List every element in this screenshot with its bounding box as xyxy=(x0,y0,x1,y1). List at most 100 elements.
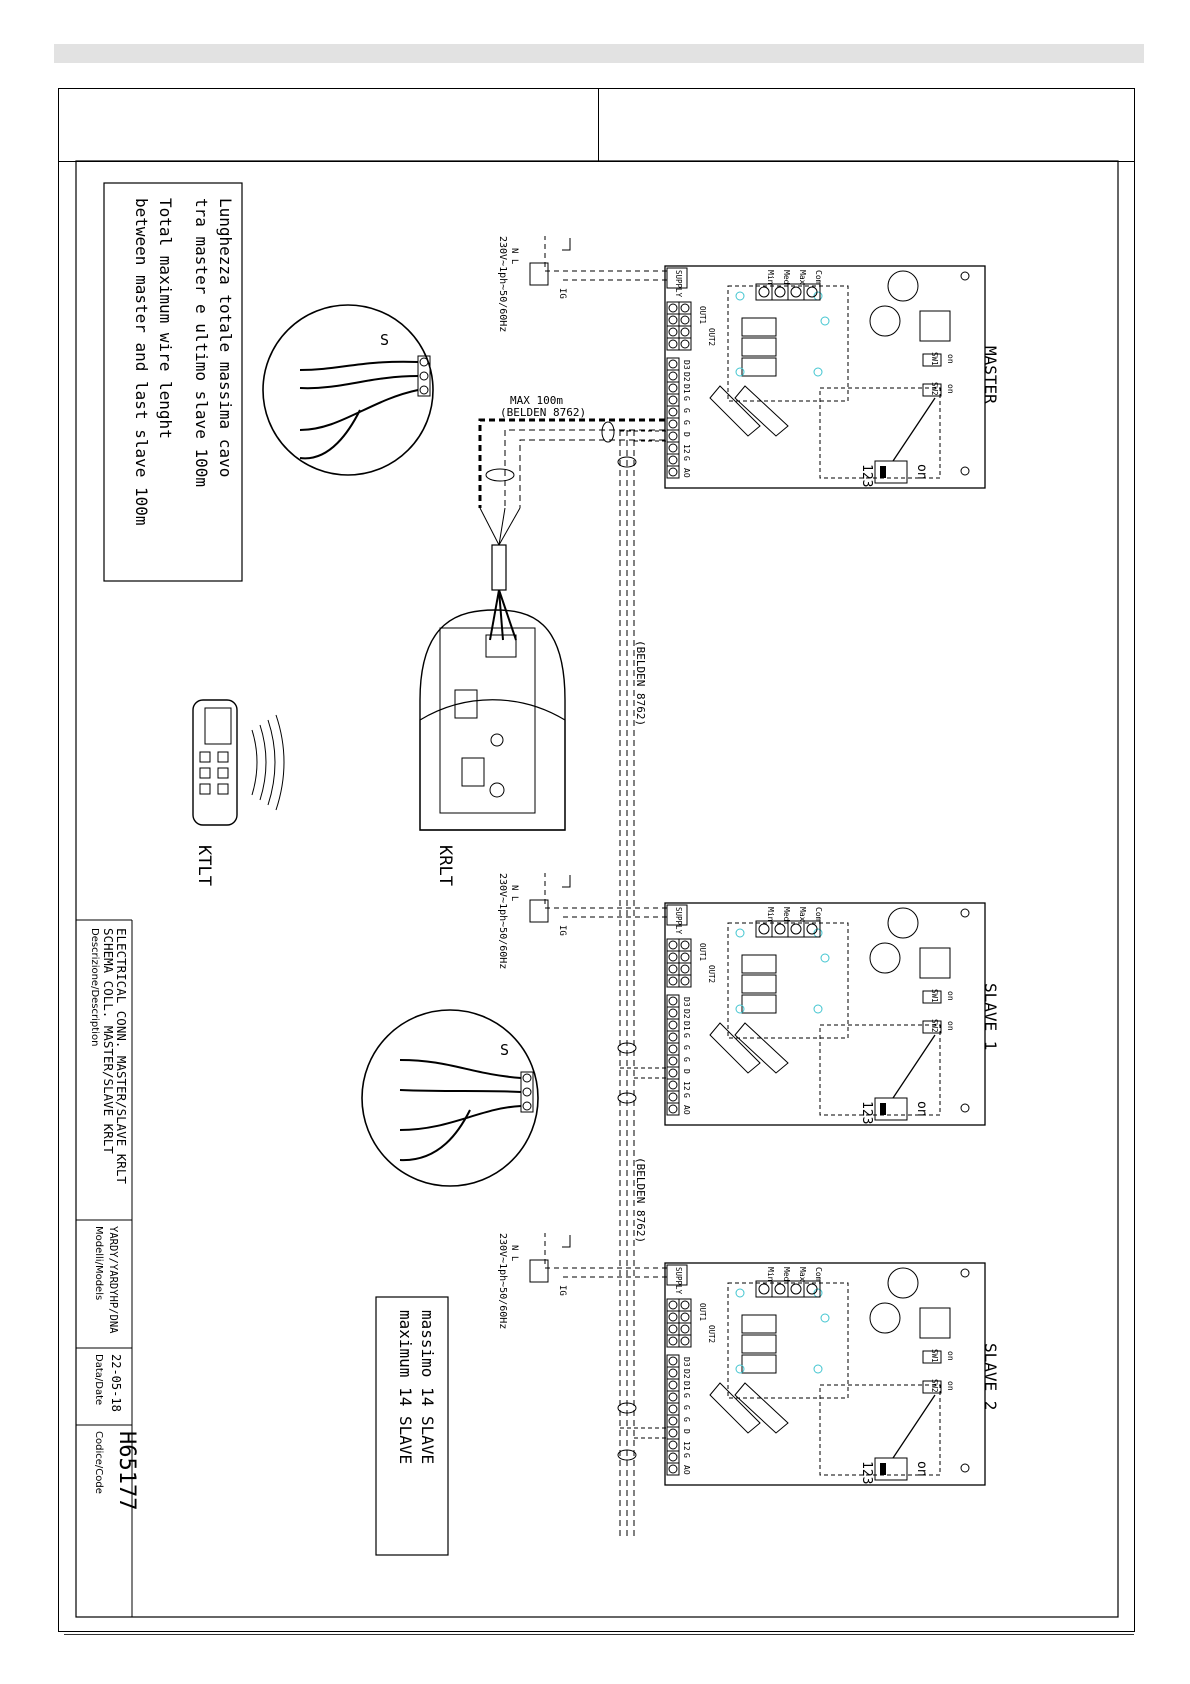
svg-text:Total maximum wire lenght: Total maximum wire lenght xyxy=(156,198,175,439)
ig-switch xyxy=(529,262,549,286)
speed-terminal-max: Max xyxy=(798,907,807,922)
board-master: ComMaxMedMinSUPPLYOUT1OUT2D3D2D1GGGD12GA… xyxy=(497,236,1000,489)
bus-terminal-1: D2 xyxy=(682,1369,691,1379)
bus-terminal-7: 12 xyxy=(682,1081,691,1091)
board-title-slave2: SLAVE 2 xyxy=(981,1343,1000,1410)
wire-s-bottom: S xyxy=(500,1041,509,1059)
sw2-switch xyxy=(922,1020,942,1034)
sw2-label: SW2 xyxy=(930,382,939,396)
ig-switch xyxy=(529,899,549,923)
note-box xyxy=(103,182,243,582)
dip-zoom xyxy=(874,1097,908,1121)
note-text: Lunghezza totale massima cavo tra master… xyxy=(132,198,235,526)
ktlt-remote xyxy=(192,699,285,826)
dip-zoom xyxy=(874,1457,908,1481)
models-label: Modelli/Models xyxy=(93,1226,104,1300)
speed-terminal-com: Com xyxy=(814,270,823,285)
supply-label: SUPPLY xyxy=(674,270,683,298)
dip-zoom-on: on xyxy=(914,1461,929,1477)
supply-label: SUPPLY xyxy=(674,1267,683,1295)
bus-terminal-6: D xyxy=(682,1069,691,1074)
sw2-switch xyxy=(922,383,942,397)
dip-zoom-nums: 123 xyxy=(859,1461,874,1484)
speed-terminal-med: Med xyxy=(782,270,791,285)
bus-terminal-6: D xyxy=(682,432,691,437)
belden-label-1: (BELDEN 8762) xyxy=(634,640,647,726)
sw1-label: SW1 xyxy=(930,989,939,1003)
bus-terminal-0: D3 xyxy=(682,997,691,1007)
sw1-switch xyxy=(922,1350,942,1364)
power-label: 230V~1ph~50/60Hz xyxy=(497,1233,508,1329)
krlt-receiver xyxy=(419,609,566,831)
bus-terminal-9: AO xyxy=(682,1105,691,1115)
inner-frame xyxy=(75,160,1119,1618)
speed-terminal-min: Min xyxy=(766,1267,775,1282)
date-value: 22-05-18 xyxy=(109,1354,123,1412)
bus-terminal-8: G xyxy=(682,1093,691,1098)
bus-terminal-8: G xyxy=(682,1453,691,1458)
board-slave2: ComMaxMedMinSUPPLYOUT1OUT2D3D2D1GGGD12GA… xyxy=(497,1233,1000,1486)
bus-terminal-5: G xyxy=(682,420,691,425)
bus-terminal-3: G xyxy=(682,396,691,401)
bus-terminal-0: D3 xyxy=(682,360,691,370)
power-label: 230V~1ph~50/60Hz xyxy=(497,873,508,969)
sw2-label: SW2 xyxy=(930,1019,939,1033)
bus-terminal-5: G xyxy=(682,1057,691,1062)
bus-terminal-9: AO xyxy=(682,1465,691,1475)
speed-terminal-med: Med xyxy=(782,907,791,922)
supply-label: SUPPLY xyxy=(674,907,683,935)
belden-label-2: (BELDEN 8762) xyxy=(634,1157,647,1243)
header-divider xyxy=(598,88,599,162)
dip-zoom-on: on xyxy=(914,1101,929,1117)
out1-label: OUT1 xyxy=(698,306,707,324)
ig-switch xyxy=(529,1259,549,1283)
bus-terminal-4: G xyxy=(682,408,691,413)
speed-terminal-min: Min xyxy=(766,270,775,285)
code-value: H65177 xyxy=(114,1431,139,1510)
desc-label: Descrizione/Description xyxy=(89,928,100,1046)
bus-terminal-8: G xyxy=(682,456,691,461)
title-block: Descrizione/Description SCHEMA COLL. MAS… xyxy=(89,928,139,1510)
bus-terminal-2: D1 xyxy=(682,1021,691,1031)
models-value: YARDY/YARDYHP/DNA xyxy=(107,1226,119,1334)
bus-terminal-3: G xyxy=(682,1033,691,1038)
board-slave1: ComMaxMedMinSUPPLYOUT1OUT2D3D2D1GGGD12GA… xyxy=(497,873,1000,1126)
bus-terminal-7: 12 xyxy=(682,1441,691,1451)
svg-text:Lunghezza totale massima cavo: Lunghezza totale massima cavo xyxy=(216,198,235,477)
out2-label: OUT2 xyxy=(707,1325,716,1343)
bus-terminal-4: G xyxy=(682,1045,691,1050)
sw1-label: SW1 xyxy=(930,352,939,366)
board-outline xyxy=(664,902,986,1126)
board-title-slave1: SLAVE 1 xyxy=(981,983,1000,1050)
bus-terminal-3: G xyxy=(682,1393,691,1398)
max-slave-it: massimo 14 SLAVE xyxy=(418,1310,437,1464)
out2-label: OUT2 xyxy=(707,965,716,983)
bus-terminal-2: D1 xyxy=(682,384,691,394)
sw2-switch xyxy=(922,1380,942,1394)
footer-line xyxy=(64,1634,1134,1635)
max-length-belden: (BELDEN 8762) xyxy=(500,406,586,419)
speed-terminal-com: Com xyxy=(814,907,823,922)
sw1-label: SW1 xyxy=(930,1349,939,1363)
nl-label: N L xyxy=(509,1245,519,1261)
sw1-on: on xyxy=(946,354,955,364)
wire-detail-top xyxy=(262,304,434,476)
board-outline xyxy=(664,265,986,489)
speed-terminal-max: Max xyxy=(798,1267,807,1282)
nl-label: N L xyxy=(509,248,519,264)
bus-terminal-0: D3 xyxy=(682,1357,691,1367)
speed-terminal-med: Med xyxy=(782,1267,791,1282)
max-slave-en: maximum 14 SLAVE xyxy=(396,1310,415,1464)
code-label: Codice/Code xyxy=(93,1431,104,1494)
ig-label: IG xyxy=(557,925,567,936)
board-title-master: MASTER xyxy=(981,346,1000,404)
date-label: Data/Date xyxy=(93,1354,104,1405)
dip-zoom-on: on xyxy=(914,464,929,480)
speed-terminal-com: Com xyxy=(814,1267,823,1282)
nl-label: N L xyxy=(509,885,519,901)
sw2-label: SW2 xyxy=(930,1379,939,1393)
bus-terminal-9: AO xyxy=(682,468,691,478)
board-outline xyxy=(664,1262,986,1486)
krlt-label: KRLT xyxy=(435,845,455,886)
